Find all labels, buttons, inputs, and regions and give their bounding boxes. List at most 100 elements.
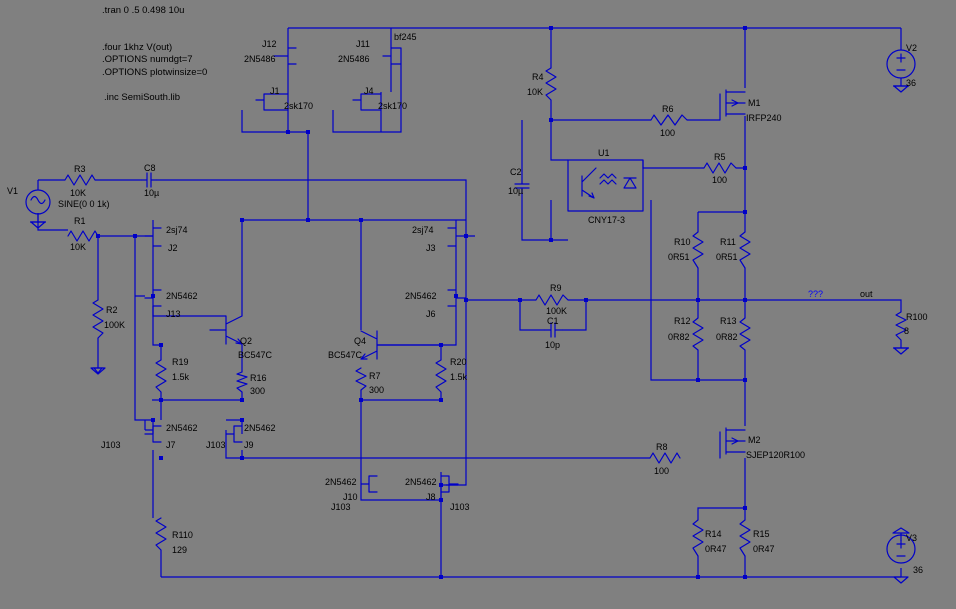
label-r5-value: 100 [712, 175, 727, 185]
jfets [144, 47, 467, 493]
resistor-r2 [92, 299, 104, 339]
label-j3-model: 2sj74 [412, 225, 434, 235]
resistor-r12 [692, 317, 704, 351]
junctions [96, 26, 747, 579]
label-j1-model: 2sk170 [284, 101, 313, 111]
label-m2-model: SJEP120R100 [746, 450, 805, 460]
label-j10-model: 2N5462 [325, 477, 357, 487]
label-m2-name: M2 [748, 435, 761, 445]
jfet-j6 [447, 289, 467, 307]
label-r6-value: 100 [660, 128, 675, 138]
resistor-r16 [236, 371, 248, 393]
resistor-r20 [435, 359, 447, 393]
label-r12-name: R12 [674, 316, 691, 326]
label-j9-model: 2N5462 [244, 423, 276, 433]
jfet-j13 [144, 289, 162, 307]
jfet-j12 [273, 47, 297, 65]
ground-v1 [30, 221, 46, 229]
label-r14-value: 0R47 [705, 544, 727, 554]
label-v3-name: V3 [906, 533, 917, 543]
label-j12-model: 2N5486 [244, 54, 276, 64]
label-r19-value: 1.5k [172, 372, 190, 382]
label-r20-value: 1.5k [450, 372, 468, 382]
label-j10-name: J10 [343, 492, 358, 502]
label-j11-name: J11 [356, 39, 370, 49]
bjt-q2 [209, 315, 243, 345]
component-labels: J12 2N5486 J1 2sk170 J11 2N5486 bf245 J4… [7, 32, 928, 575]
directive-inc: .inc SemiSouth.lib [104, 92, 180, 103]
jfet-j8 [440, 475, 459, 493]
resistor-r7 [355, 367, 367, 391]
directive-plotwinsize: .OPTIONS plotwinsize=0 [102, 67, 207, 78]
resistor-r9 [535, 294, 569, 306]
spice-directives: .tran 0 .5 0.498 10u .four 1khz V(out) .… [102, 5, 207, 103]
label-j103-a: J103 [101, 440, 121, 450]
label-r11-name: R11 [720, 237, 736, 247]
label-m1-name: M1 [748, 98, 761, 108]
label-j103-d: J103 [450, 502, 470, 512]
label-j7-model: 2N5462 [166, 423, 198, 433]
directive-four: .four 1khz V(out) [102, 42, 172, 53]
jfet-j10 [360, 475, 378, 493]
label-r7-name: R7 [369, 371, 381, 381]
bjts [209, 315, 442, 360]
label-r13-name: R13 [720, 316, 737, 326]
grounds [30, 85, 909, 584]
label-v3-value: 36 [913, 565, 923, 575]
label-r8-name: R8 [656, 442, 668, 452]
jfet-j4 [352, 93, 382, 111]
ground-v2 [893, 85, 909, 93]
label-m1-model: IRFP240 [746, 113, 782, 123]
label-v2-value: 36 [906, 78, 916, 88]
label-j1-name: J1 [270, 86, 280, 96]
resistor-r3 [64, 174, 96, 186]
label-r9-value: 100K [546, 306, 567, 316]
resistor-r6 [650, 114, 688, 126]
label-j7-name: J7 [166, 440, 176, 450]
label-r15-name: R15 [753, 529, 770, 539]
label-q4-model: BC547C [328, 350, 363, 360]
label-r110-name: R110 [172, 530, 193, 540]
label-j4-name: J4 [364, 86, 374, 96]
jfet-j3 [447, 227, 467, 247]
resistor-r10 [692, 231, 704, 269]
mosfet-m2 [719, 427, 746, 459]
label-j2-model: 2sj74 [166, 225, 188, 235]
label-j2-name: J2 [168, 243, 178, 253]
ground-r100 [893, 347, 909, 355]
resistor-r110 [155, 517, 167, 551]
label-j12-name: J12 [262, 39, 277, 49]
label-v2-name: V2 [906, 43, 917, 53]
label-j9-name: J9 [244, 440, 254, 450]
label-r12-value: 0R82 [668, 332, 690, 342]
label-r1-name: R1 [74, 216, 86, 226]
label-c8-name: C8 [144, 163, 156, 173]
resistor-r4 [545, 67, 557, 101]
label-r3-value: 10K [70, 188, 86, 198]
label-r100-name: R100 [906, 312, 928, 322]
label-j13-name: J13 [166, 309, 181, 319]
source-v2 [886, 49, 916, 79]
label-j6-name: J6 [426, 309, 436, 319]
label-j103-b: J103 [206, 440, 226, 450]
capacitor-c8 [141, 172, 157, 188]
label-r15-value: 0R47 [753, 544, 775, 554]
ground-r2 [90, 367, 106, 375]
bjt-q4 [360, 330, 442, 360]
label-r14-name: R14 [705, 529, 722, 539]
capacitor-c2 [514, 177, 530, 195]
label-r4-name: R4 [532, 72, 544, 82]
mosfets [719, 89, 746, 459]
net-unknown: ??? [808, 289, 823, 299]
voltage-sources [25, 49, 916, 564]
label-c2-name: C2 [510, 167, 522, 177]
label-j11-extra: bf245 [394, 32, 417, 42]
resistor-r15 [739, 519, 751, 557]
label-r20-name: R20 [450, 357, 467, 367]
label-r16-value: 300 [250, 386, 265, 396]
label-r100-value: 8 [904, 326, 909, 336]
label-r8-value: 100 [654, 466, 669, 476]
label-j8-model: 2N5462 [405, 477, 437, 487]
label-j11-model: 2N5486 [338, 54, 370, 64]
